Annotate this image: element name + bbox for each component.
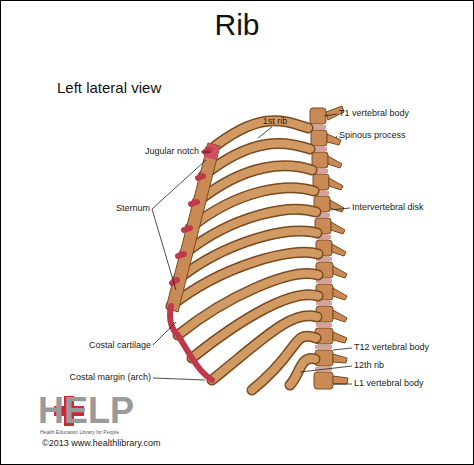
part-label: 12th rib <box>354 361 384 371</box>
part-label: Sternum <box>116 204 150 214</box>
part-label: Costal margin (arch) <box>69 373 151 383</box>
subtitle: Left lateral view <box>57 80 161 97</box>
part-label: Intervertebral disk <box>352 203 424 213</box>
sternum <box>166 143 220 312</box>
logo-text: HELP <box>38 391 134 431</box>
ribs <box>171 121 318 390</box>
part-label: Spinous process <box>339 131 406 141</box>
part-label: L1 vertebral body <box>354 379 424 389</box>
logo-tagline: Health Education Library for People <box>40 430 119 436</box>
ribs-outline <box>171 121 318 390</box>
title: Rib <box>214 8 259 41</box>
jugular-notch-highlight <box>204 143 220 160</box>
vertebral-column <box>310 106 348 389</box>
copyright: ©2013 www.healthlibrary.com <box>42 439 161 449</box>
costal-cartilage <box>170 150 212 380</box>
part-label: Jugular notch <box>145 147 199 157</box>
part-label: 1st rib <box>263 117 288 127</box>
part-label: T12 vertebral body <box>354 343 429 353</box>
part-label: T1 vertebral body <box>339 109 409 119</box>
part-label: Costal cartilage <box>89 341 151 351</box>
